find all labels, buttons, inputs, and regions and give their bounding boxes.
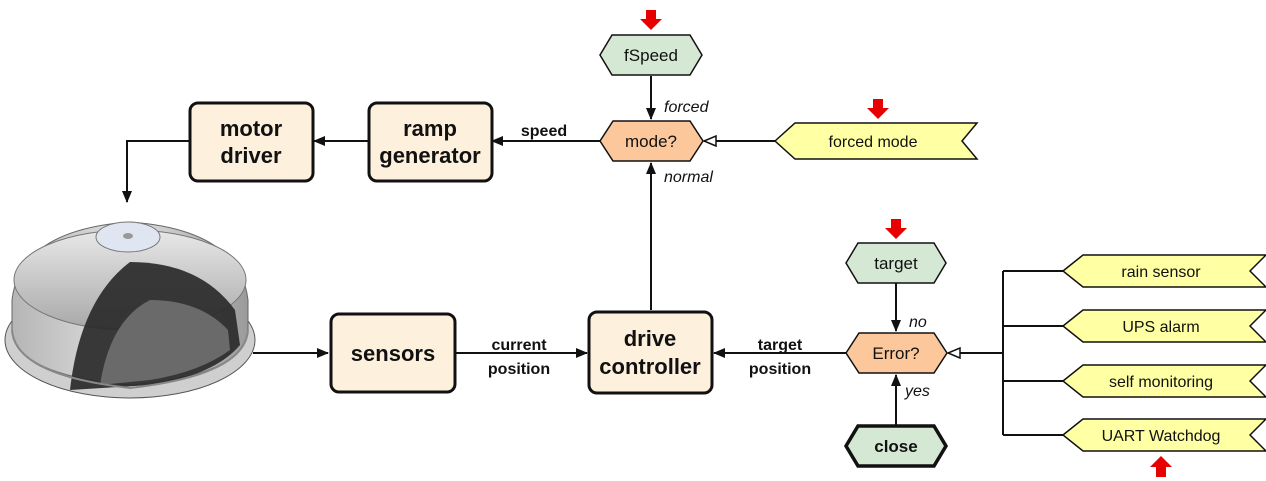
self-monitoring-flag: self monitoring (1061, 364, 1266, 398)
ramp-generator-box: ramp generator (367, 101, 494, 183)
uart-watchdog-flag: UART Watchdog (1061, 418, 1266, 452)
self-monitoring-label: self monitoring (1109, 374, 1213, 391)
target-position-line1: target (758, 337, 803, 354)
motor-driver-line2: driver (220, 143, 282, 168)
normal-label: normal (664, 169, 713, 186)
fspeed-red-arrow-icon (640, 10, 662, 30)
motor-driver-box: motor driver (188, 101, 315, 183)
sensors-label: sensors (351, 341, 435, 366)
ramp-generator-line2: generator (379, 143, 481, 168)
forced-label: forced (664, 99, 710, 116)
no-label: no (909, 314, 927, 331)
mode-label: mode? (625, 132, 677, 151)
target-red-arrow-icon (885, 219, 907, 239)
target-hexagon: target (845, 242, 947, 284)
drive-controller-line1: drive (624, 326, 677, 351)
drive-controller-box: drive controller (587, 310, 714, 395)
forced-mode-red-arrow-icon (867, 99, 889, 119)
close-hexagon: close (843, 424, 949, 468)
fspeed-hexagon: fSpeed (599, 34, 703, 76)
ups-alarm-label: UPS alarm (1122, 319, 1199, 336)
uart-watchdog-red-arrow-icon (1150, 456, 1172, 477)
dome-icon (4, 221, 256, 399)
close-label: close (874, 437, 917, 456)
forced-mode-label: forced mode (829, 134, 918, 151)
current-position-line1: current (491, 337, 547, 354)
speed-label: speed (521, 123, 567, 140)
error-label: Error? (872, 344, 919, 363)
ups-alarm-flag: UPS alarm (1061, 309, 1266, 343)
forced-mode-flag: forced mode (773, 122, 979, 160)
error-decision: Error? (845, 332, 948, 374)
current-position-line2: position (488, 361, 550, 378)
edge-motor-to-dome (122, 140, 190, 203)
target-label: target (874, 254, 918, 273)
target-position-line2: position (749, 361, 811, 378)
mode-decision: mode? (599, 120, 704, 162)
yes-label: yes (904, 383, 930, 400)
fspeed-label: fSpeed (624, 46, 678, 65)
uart-watchdog-label: UART Watchdog (1102, 428, 1221, 445)
motor-driver-line1: motor (220, 116, 283, 141)
rain-sensor-label: rain sensor (1121, 264, 1201, 281)
drive-controller-line2: controller (599, 354, 701, 379)
connectors (122, 76, 1063, 436)
rain-sensor-flag: rain sensor (1061, 254, 1266, 288)
sensors-box: sensors (329, 312, 457, 394)
ramp-generator-line1: ramp (403, 116, 457, 141)
